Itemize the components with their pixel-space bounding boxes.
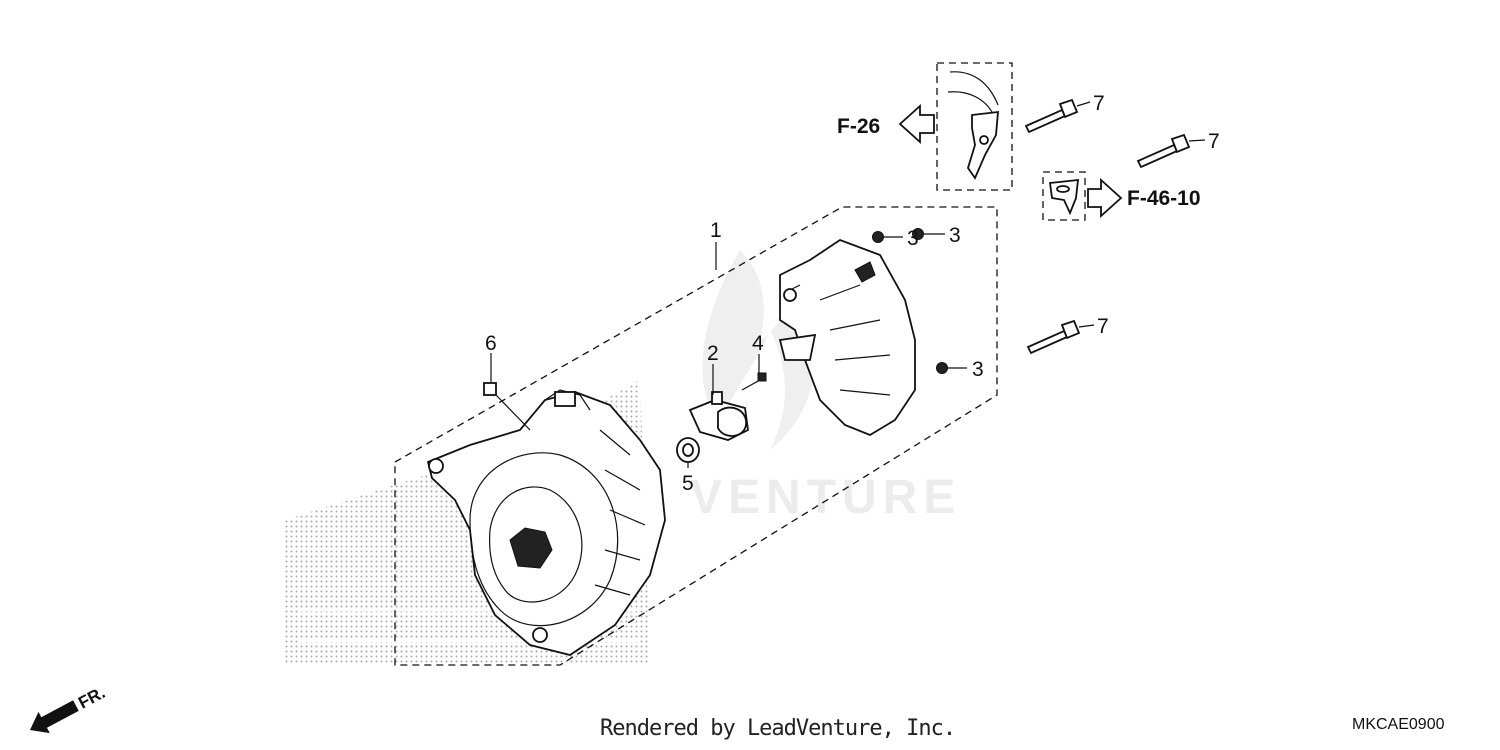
footer-credit: Rendered by LeadVenture, Inc. — [600, 716, 956, 741]
callout-3a: 3 — [907, 227, 919, 250]
front-direction-arrow: FR. — [30, 683, 108, 734]
callout-5: 5 — [682, 472, 694, 495]
leader-7b — [1188, 139, 1206, 142]
ref-f26: F-26 — [837, 115, 880, 138]
bolt-7c — [1026, 319, 1081, 355]
assembly-outline — [394, 206, 998, 666]
callout-7a: 7 — [1093, 92, 1105, 115]
nut-3c — [936, 362, 948, 374]
callout-6: 6 — [485, 332, 497, 355]
callout-7c: 7 — [1097, 315, 1109, 338]
callout-7b: 7 — [1208, 130, 1220, 153]
regulator-brush — [688, 391, 749, 441]
watermark-text: VENTURE — [690, 471, 961, 524]
bolt-7b — [1136, 133, 1191, 169]
nut-3b — [912, 228, 924, 240]
ref-f46-10: F-46-10 — [1127, 187, 1201, 210]
wire-bracket — [947, 71, 999, 180]
diagram-code: MKCAE0900 — [1352, 716, 1445, 733]
fr-label: FR. — [75, 683, 108, 713]
leadventure-watermark: VENTURE — [690, 250, 961, 524]
leader-7a — [1076, 101, 1091, 107]
arrow-right-icon — [1087, 177, 1123, 219]
screw-4 — [741, 372, 767, 391]
callout-2: 2 — [707, 342, 719, 365]
terminal-nut — [483, 382, 497, 396]
clip-part — [1048, 178, 1080, 216]
nut-3a — [872, 231, 884, 243]
washer — [676, 437, 700, 463]
arrow-left-icon — [898, 103, 935, 145]
leader-7c — [1078, 324, 1095, 328]
callout-3c: 3 — [972, 358, 984, 381]
bolt-7a — [1024, 98, 1079, 134]
clip-inset-box — [1042, 171, 1086, 221]
alternator-housing — [426, 389, 666, 656]
leader-6 — [490, 353, 531, 431]
rear-cover — [778, 238, 916, 437]
callout-3b: 3 — [949, 224, 961, 247]
bracket-inset-box — [936, 62, 1013, 191]
callout-1: 1 — [710, 219, 722, 242]
callout-4: 4 — [752, 332, 764, 355]
